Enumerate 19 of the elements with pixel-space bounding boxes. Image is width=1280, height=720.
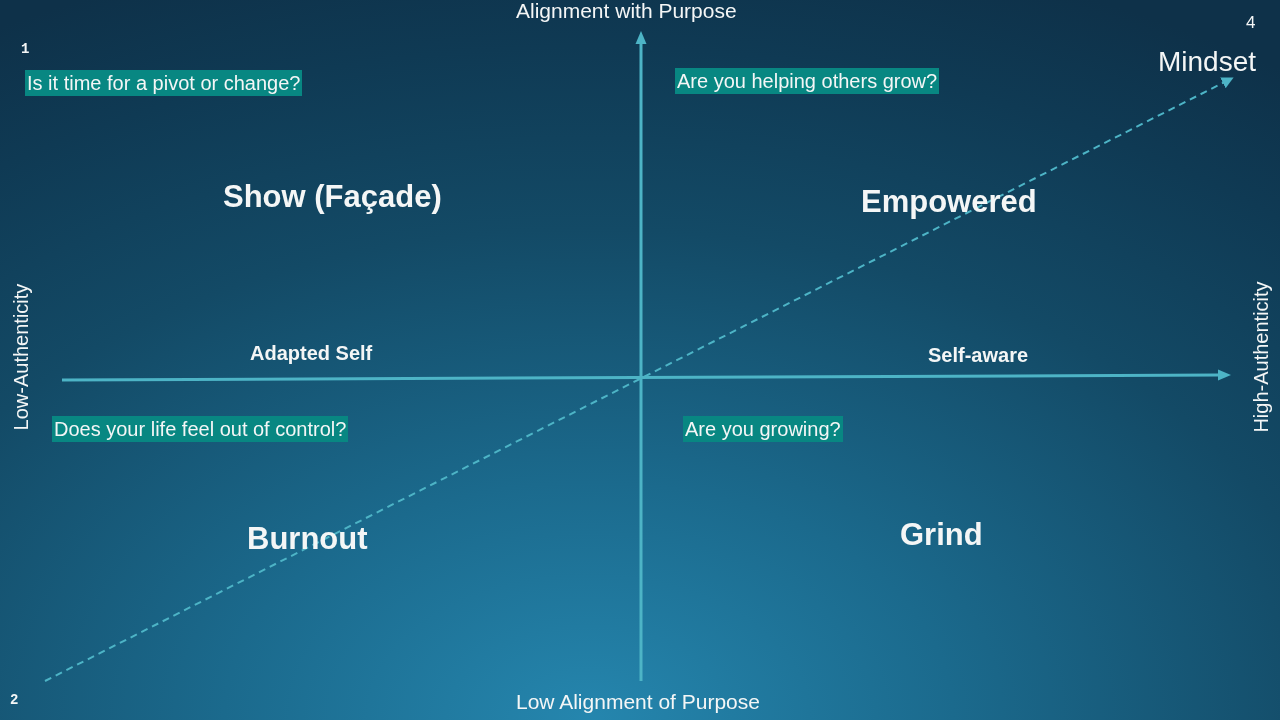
quadrant-number: 1 <box>21 41 30 58</box>
quadrant-number: 4 <box>1246 13 1256 33</box>
axis-segment-label: Self-aware <box>928 344 1029 367</box>
axis-label: Low-Authenticity <box>9 283 33 431</box>
quadrant-title: Grind <box>900 517 983 553</box>
diagonal-axis-label: Mindset <box>1158 46 1257 78</box>
question-callout: Does your life feel out of control? <box>52 416 349 442</box>
axis-label: Low Alignment of Purpose <box>516 690 760 715</box>
dashed-arrow <box>44 77 1234 682</box>
quadrant-title: Burnout <box>247 521 368 557</box>
question-callout: Is it time for a pivot or change? <box>25 70 303 96</box>
axis-label: Alignment with Purpose <box>516 0 737 24</box>
question-callout: Are you helping others grow? <box>675 68 940 94</box>
axis-label: High-Authenticity <box>1249 281 1273 433</box>
question-callout: Are you growing? <box>683 416 843 442</box>
quadrant-title: Show (Façade) <box>223 179 442 215</box>
quadrant-number: 2 <box>10 692 19 709</box>
quadrant-title: Empowered <box>861 184 1037 220</box>
axis-segment-label: Adapted Self <box>250 342 373 365</box>
